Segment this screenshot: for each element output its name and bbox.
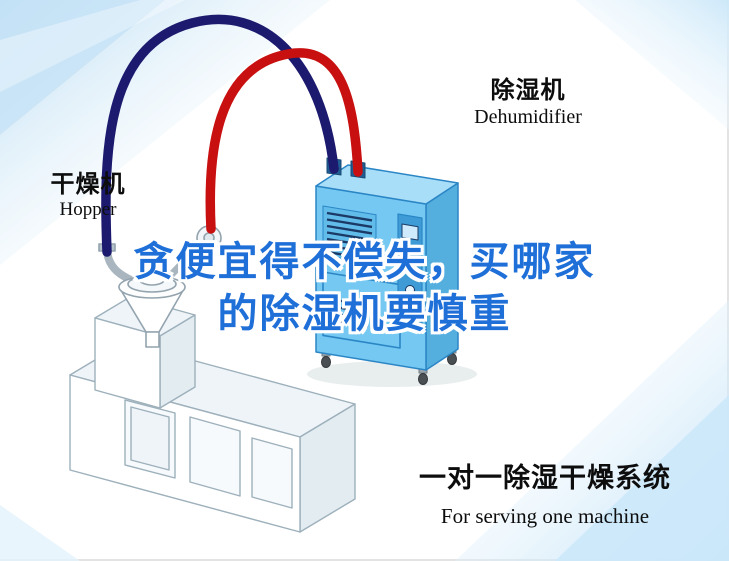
panel-knob (405, 285, 415, 295)
extruder-machine-illustration (69, 296, 356, 533)
panel-button (402, 263, 411, 274)
headline-line1: 贪便宜得不偿失，买哪家 (133, 240, 596, 284)
dehumidifier-label: 除湿机 Dehumidifier (456, 77, 600, 129)
hopper-illustration (98, 225, 222, 348)
hoses (101, 14, 363, 257)
dryer-label-cn: 干燥机 (50, 171, 126, 198)
system-caption: 一对一除湿干燥系统 For serving one machine (416, 456, 674, 529)
panel-indicator-light (403, 303, 409, 309)
dehumidifier-label-cn: 除湿机 (490, 77, 566, 104)
system-caption-cn: 一对一除湿干燥系统 (419, 463, 671, 493)
pipe-red (205, 48, 363, 234)
headline-line2: 的除湿机要慎重 (217, 292, 512, 336)
panel-display (401, 223, 419, 241)
system-caption-en: For serving one machine (440, 504, 650, 528)
headline: 贪便宜得不偿失，买哪家 的除湿机要慎重 (0, 236, 729, 340)
dryer-label-en: Hopper (59, 198, 117, 220)
dryer-label: 干燥机 Hopper (44, 171, 132, 221)
panel-button (402, 248, 411, 259)
dehumidifier-label-en: Dehumidifier (474, 105, 582, 128)
pipe-navy (101, 14, 339, 257)
